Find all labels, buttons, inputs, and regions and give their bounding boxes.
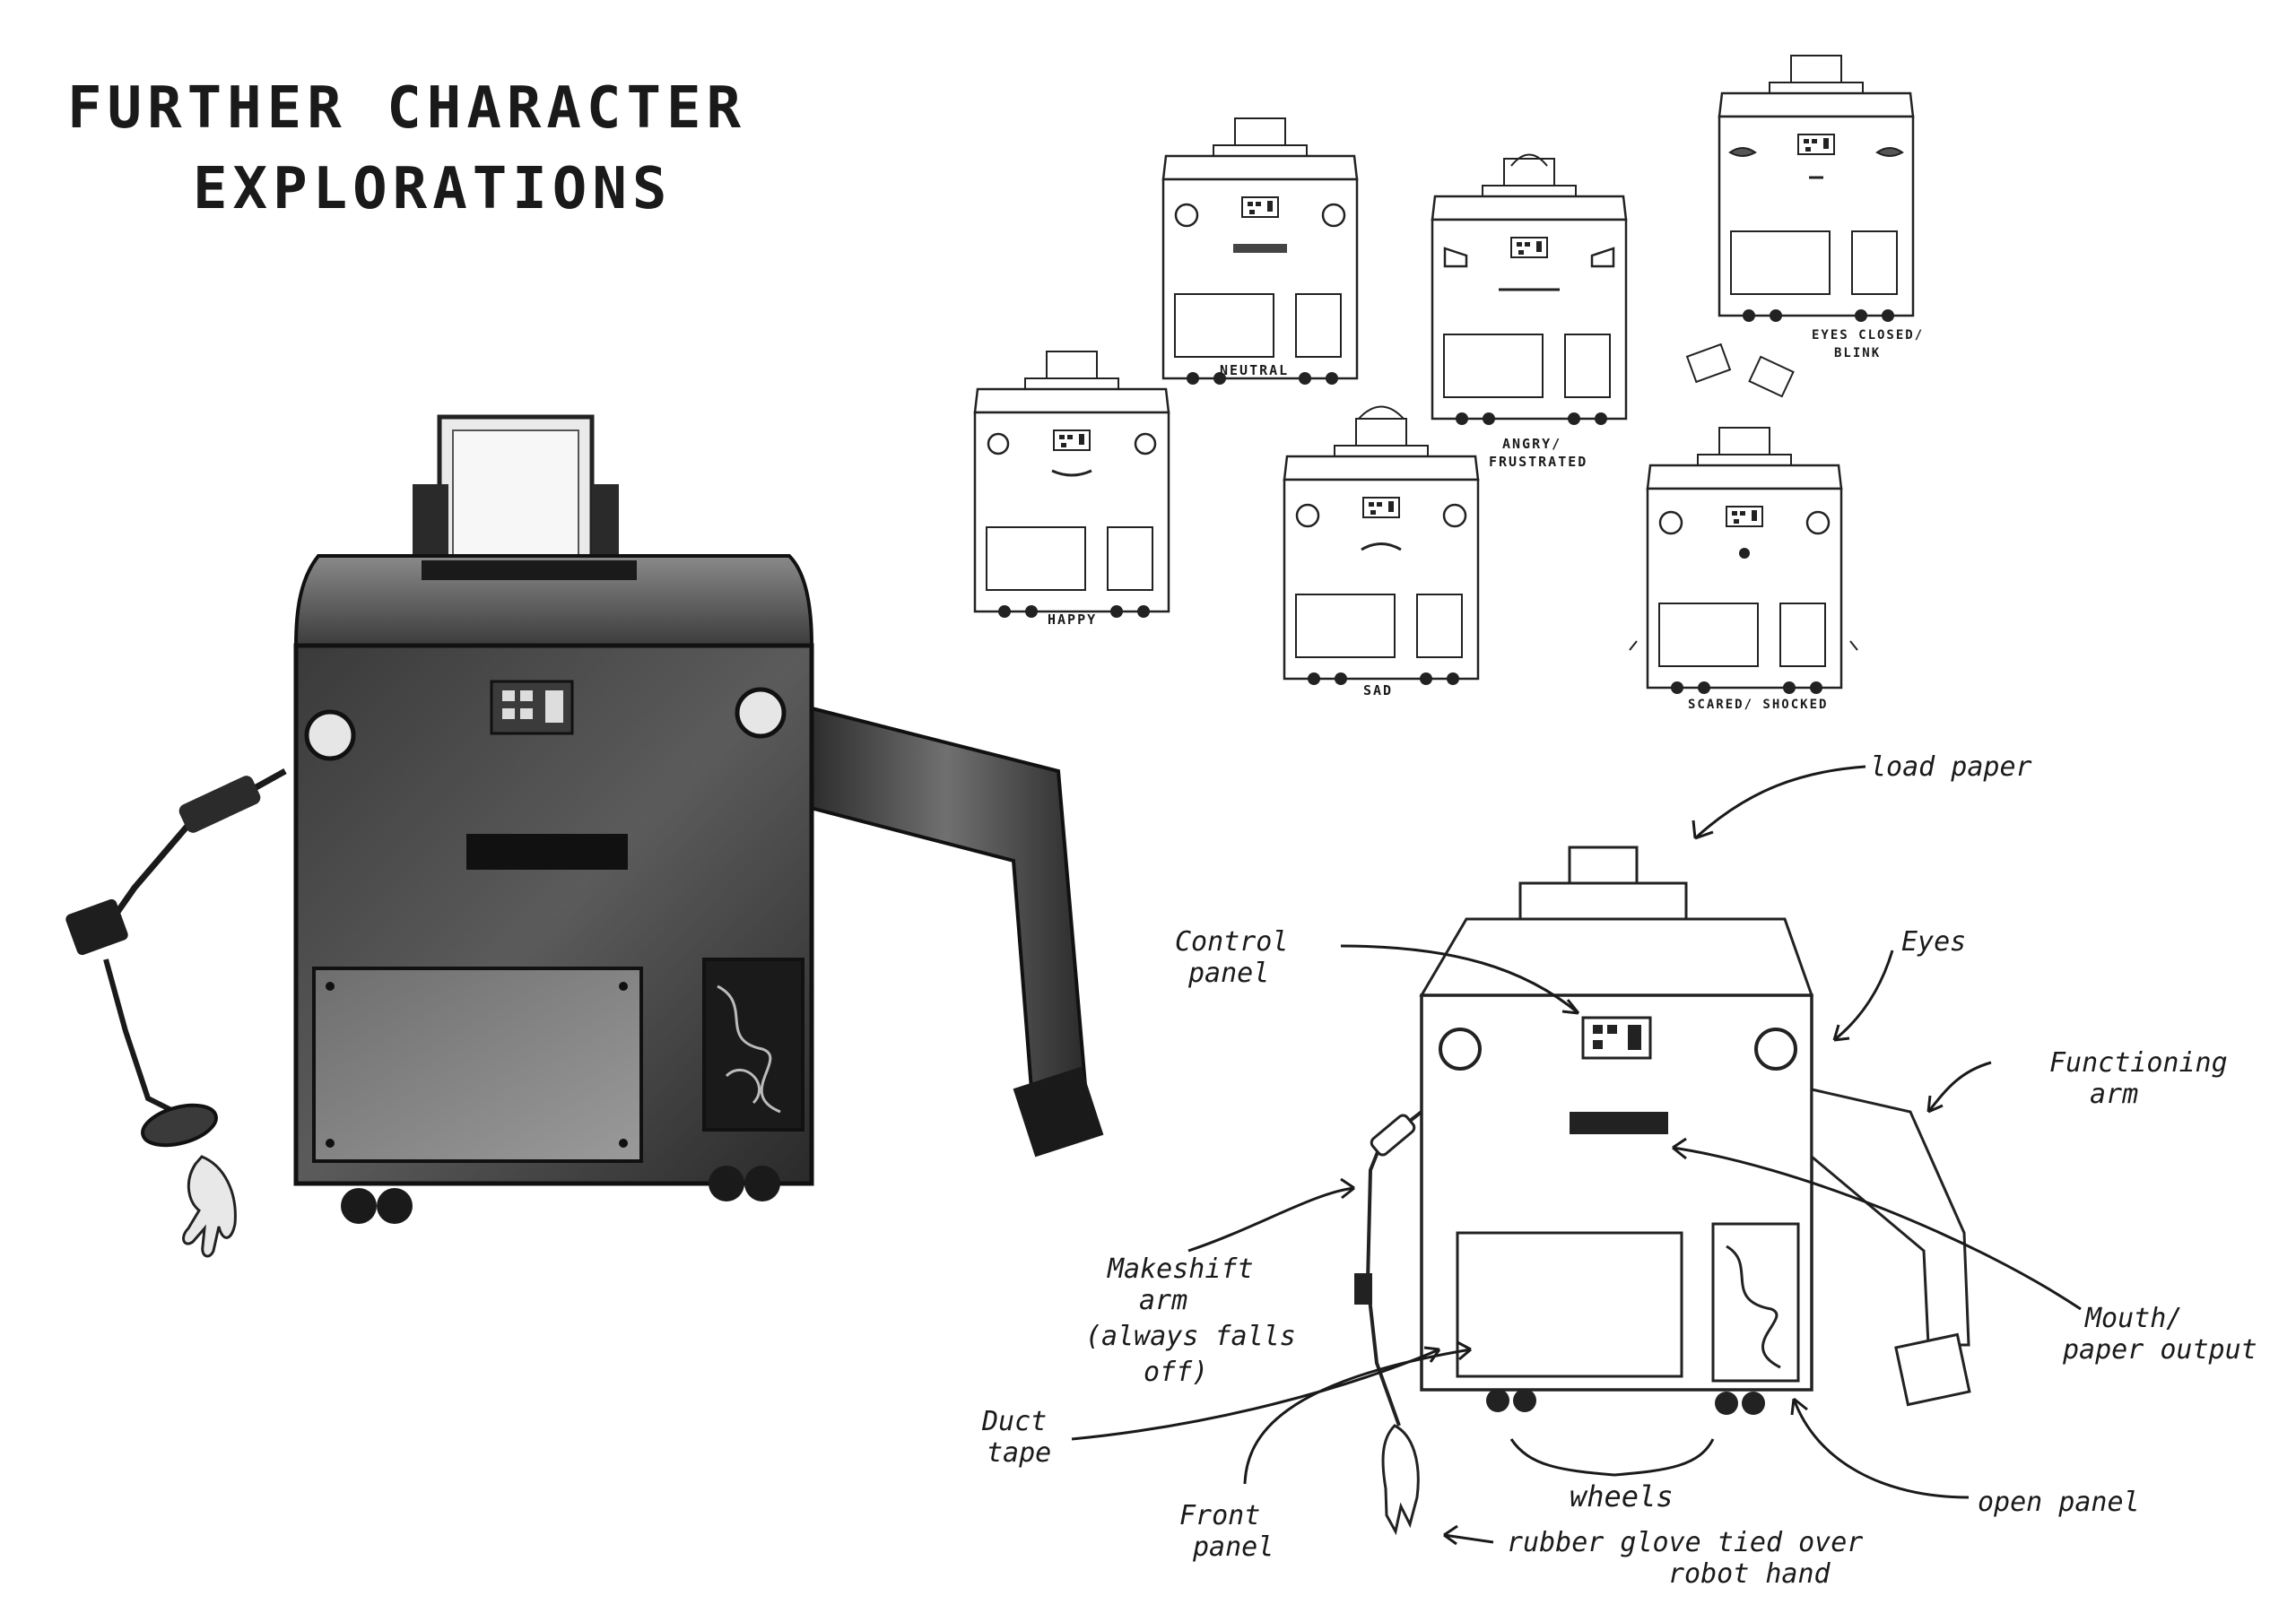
label-makeshift-arm-4: off) [1144, 1357, 1208, 1388]
annotation-labels: load paper Control panel Eyes Functionin… [981, 751, 2257, 1590]
label-control-panel-1: Control [1175, 926, 1288, 958]
label-eyes: Eyes [1901, 926, 1966, 958]
label-scared-shocked: SCARED/ SHOCKED [1688, 698, 1828, 712]
label-eyes-closed: EYES CLOSED/ [1812, 328, 1924, 343]
label-glove-2: robot hand [1668, 1558, 1831, 1590]
label-mouth-2: paper output [2062, 1334, 2257, 1366]
glove-hand [182, 1155, 237, 1258]
annotations [1071, 765, 2082, 1546]
label-happy: HAPPY [1048, 612, 1097, 628]
expression-angry [1431, 153, 1628, 427]
label-sad: SAD [1363, 682, 1393, 698]
label-makeshift-arm-1: Makeshift [1107, 1253, 1254, 1285]
sheet-title: FURTHER CHARACTER EXPLORATIONS [67, 75, 746, 222]
label-control-panel-2: panel [1187, 958, 1269, 989]
expression-scared [1629, 343, 1858, 696]
label-blink: BLINK [1834, 346, 1881, 360]
label-load-paper: load paper [1870, 751, 2032, 783]
label-mouth-1: Mouth/ [2084, 1303, 2182, 1334]
label-makeshift-arm-2: arm [1139, 1285, 1187, 1316]
expression-happy [973, 350, 1170, 620]
label-frustrated: FRUSTRATED [1489, 454, 1587, 470]
annotated-robot-drawing [1354, 846, 1971, 1536]
expression-sketches: NEUTRAL ANGRY/ FRUSTRATED EYES CLOSED/ B… [973, 54, 1924, 712]
expression-neutral [1161, 117, 1359, 386]
label-angry: ANGRY/ [1502, 436, 1561, 452]
label-glove-1: rubber glove tied over [1507, 1527, 1863, 1558]
label-open-panel: open panel [1978, 1487, 2140, 1518]
expression-blink [1718, 54, 1915, 324]
label-neutral: NEUTRAL [1220, 362, 1289, 378]
label-duct-tape-2: tape [987, 1437, 1051, 1469]
label-front-panel-2: panel [1192, 1531, 1274, 1563]
label-wheels: wheels [1570, 1479, 1674, 1514]
shaded-robot-drawing [65, 414, 1104, 1258]
label-duct-tape-1: Duct [981, 1406, 1047, 1437]
expression-sad [1283, 405, 1480, 687]
title-line-1: FURTHER CHARACTER [67, 75, 746, 142]
label-functioning-arm-2: arm [2090, 1079, 2138, 1110]
label-makeshift-arm-3: (always falls [1085, 1321, 1296, 1352]
label-functioning-arm-1: Functioning [2049, 1047, 2228, 1079]
label-front-panel-1: Front [1179, 1500, 1260, 1531]
title-line-2: EXPLORATIONS [193, 156, 672, 222]
